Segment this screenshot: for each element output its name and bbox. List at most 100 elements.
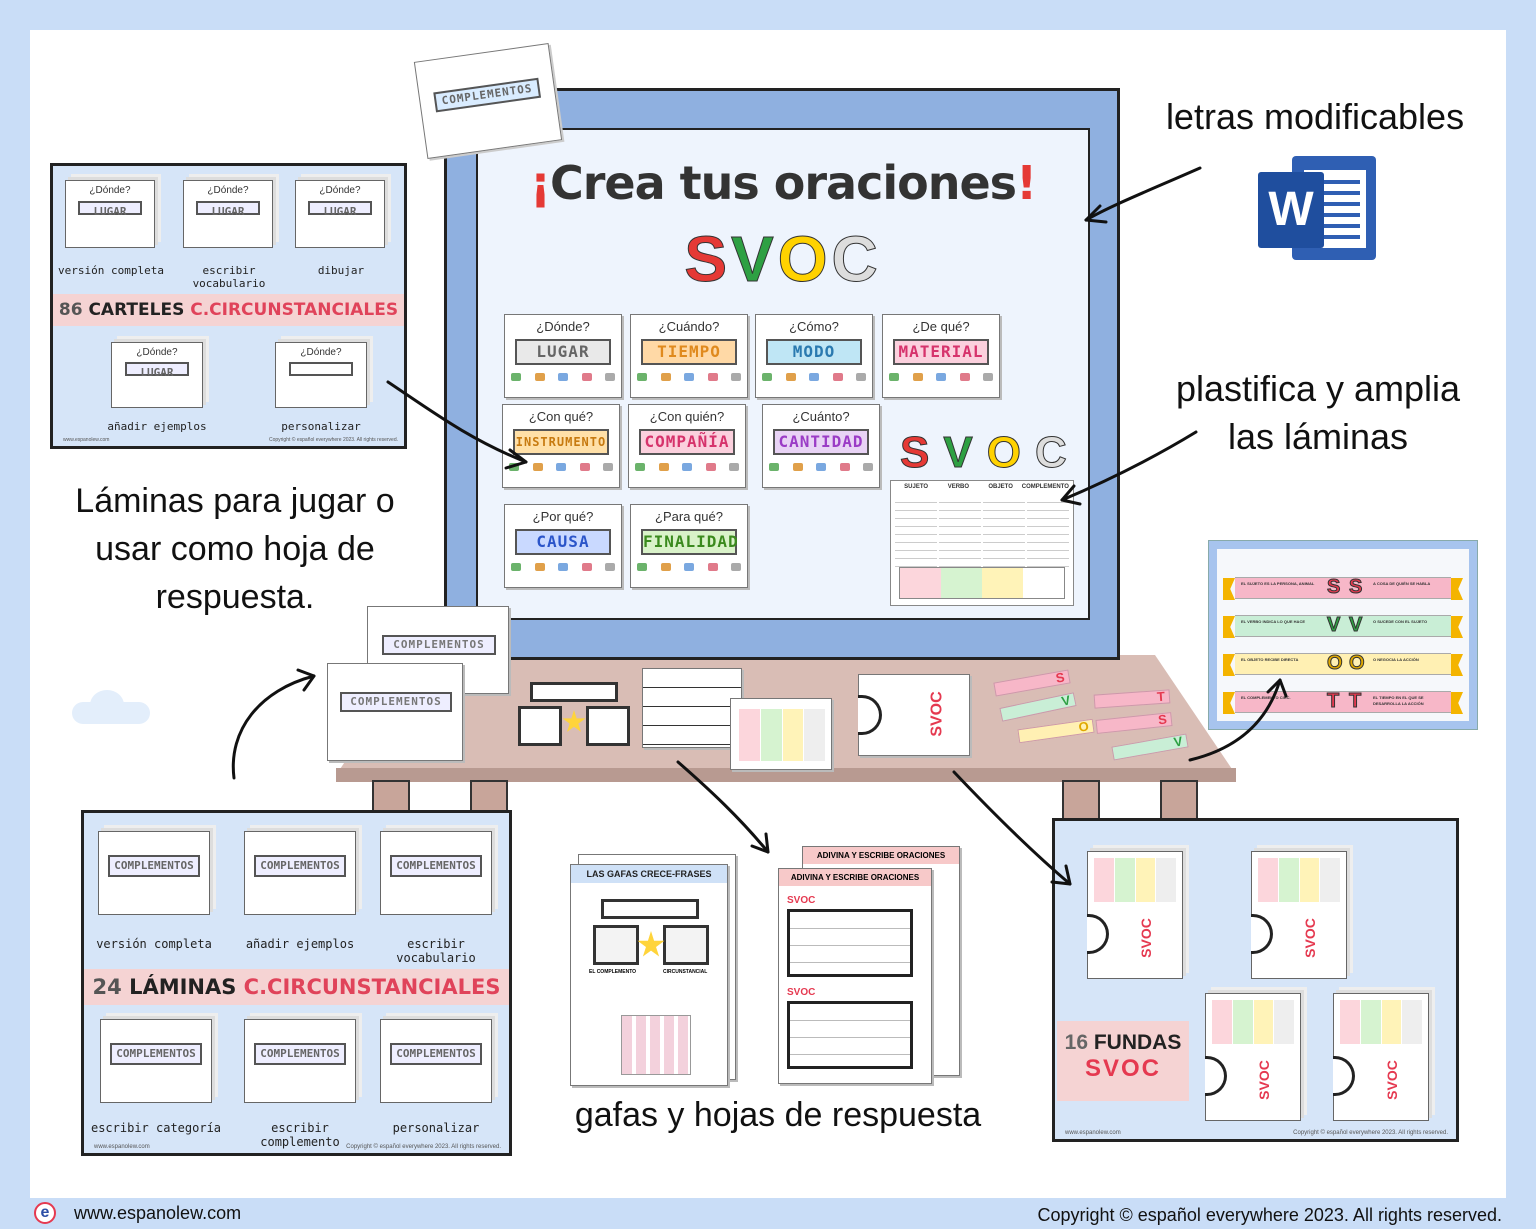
board-card-question: ¿Cómo?: [789, 319, 839, 334]
table-sheet-2: [730, 698, 832, 770]
frame-strip-tab: [1223, 692, 1235, 714]
funda-thumb: SVOC: [1087, 851, 1183, 979]
frame-strip-tab: [1451, 616, 1463, 638]
title-text: Crea tus oraciones: [549, 156, 1017, 210]
laminas-thumb-plate: COMPLEMENTOS: [107, 854, 201, 877]
mini-icon: [558, 373, 568, 381]
footer-site-link[interactable]: www.espanolew.com: [74, 1203, 242, 1223]
board-card-plate: LUGAR: [515, 339, 611, 365]
mini-icon: [936, 373, 946, 381]
caption-laminas-3: respuesta.: [155, 578, 315, 616]
mini-icon: [731, 563, 741, 571]
carteles-thumb: ¿Dónde?LUGAR: [65, 180, 155, 248]
laminas-thumb: COMPLEMENTOS: [244, 1019, 356, 1103]
mini-icon: [682, 463, 692, 471]
carteles-thumb: ¿Dónde?: [275, 342, 367, 408]
board-card-icons: [769, 463, 873, 473]
funda-col: [1274, 1000, 1294, 1044]
table-edge: [336, 768, 1236, 782]
carteles-bottom-label: personalizar: [281, 420, 361, 433]
mini-icon: [534, 563, 545, 571]
board-card-icons: [762, 373, 866, 383]
sheet-svoc: SVOC: [899, 428, 1070, 478]
arrow-to-board-title: [1084, 166, 1202, 222]
laminas-thumb-plate: COMPLEMENTOS: [109, 1042, 203, 1065]
carteles-thumb: ¿Dónde?LUGAR: [295, 180, 385, 248]
mini-icon: [729, 463, 739, 471]
mini-icon: [581, 563, 592, 571]
frame-strip-letter-2: V: [1348, 614, 1363, 637]
mini-icon: [762, 373, 772, 381]
laminas-site: www.espanolew.com: [94, 1144, 150, 1150]
laminas-thumb: COMPLEMENTOS: [380, 1019, 492, 1103]
cloud-decoration: [72, 690, 150, 724]
funda-col: [1232, 1000, 1253, 1044]
frame-strip-letter: V: [1326, 614, 1341, 637]
carteles-top-label: escribir vocabulario: [192, 264, 266, 290]
board-card-question: ¿Cuándo?: [658, 319, 720, 334]
complementos-plate-back: COMPLEMENTOS: [382, 635, 496, 655]
frame-strip-tab: [1451, 654, 1463, 676]
fundas-site: www.espanolew.com: [1065, 1130, 1121, 1136]
laminas-thumb-plate: COMPLEMENTOS: [389, 854, 483, 877]
sheet-color-bar: [899, 567, 1065, 599]
board-card-question: ¿Por qué?: [532, 509, 594, 524]
arrow-to-instrumento: [386, 380, 528, 464]
board-card: ¿Cuánto?CANTIDAD: [762, 404, 880, 488]
carteles-copy: Copyright © español everywhere 2023. All…: [268, 437, 398, 443]
board-card-plate: COMPAÑÍA: [639, 429, 735, 455]
frame-strip-letter-2: O: [1349, 652, 1366, 675]
mini-icon: [912, 373, 923, 381]
frame-strip-left: EL SUJETO ES LA PERSONA, ANIMAL: [1241, 581, 1315, 586]
fundas-svoc: SVOC: [1084, 1055, 1161, 1082]
laminas-top-label: escribir vocabulario: [396, 937, 476, 965]
board-card-plate: FINALIDAD: [641, 529, 738, 555]
mini-icon: [863, 463, 873, 471]
board-card-plate: MODO: [766, 339, 862, 365]
carteles-band: 86 CARTELES C.CIRCUNSTANCIALES: [53, 294, 404, 326]
carteles-bottom-label: añadir ejemplos: [107, 420, 207, 433]
fundas-label: FUNDAS: [1093, 1031, 1182, 1054]
arrow-to-strips-frame: [1188, 678, 1282, 762]
mini-icon: [705, 463, 716, 471]
fundas-copy: Copyright © español everywhere 2023. All…: [1293, 1130, 1448, 1136]
laminas-thumb: COMPLEMENTOS: [100, 1019, 212, 1103]
mini-icon: [809, 373, 819, 381]
gafas-sheet-title: LAS GAFAS CRECE-FRASES: [571, 865, 727, 883]
mini-icon: [637, 563, 647, 571]
carteles-thumb-question: ¿Dónde?: [319, 185, 361, 196]
mini-icon: [660, 373, 671, 381]
laminas-top-label: versión completa: [96, 937, 212, 951]
funda-thumb-cols: [1258, 858, 1340, 902]
arrow-to-complementos: [231, 674, 316, 780]
sheet-svoc-letter: O: [986, 428, 1035, 478]
board-svoc-letter: C: [831, 223, 882, 296]
title-exclaim-close: !: [1016, 156, 1037, 210]
caption-letras: letras modificables: [1165, 96, 1465, 137]
mini-icon: [959, 373, 970, 381]
caption-plastifica-2: las láminas: [1227, 416, 1409, 457]
complementos-plate-front: COMPLEMENTOS: [340, 692, 452, 712]
adivina-sheet: ADIVINA Y ESCRIBE ORACIONES SVOC SVOC: [778, 868, 932, 1084]
laminas-thumb: COMPLEMENTOS: [380, 831, 492, 915]
funda-col: [1340, 1000, 1360, 1044]
frame-strip-letter-2: S: [1348, 576, 1363, 599]
board-card-plate: TIEMPO: [641, 339, 737, 365]
table-gafas: [516, 678, 632, 754]
mini-icon: [603, 463, 613, 471]
funda-col: [1114, 858, 1135, 902]
funda-col: [1278, 858, 1299, 902]
carteles-thumb-plate: LUGAR: [78, 200, 142, 218]
sheet-svoc-letter: V: [943, 428, 987, 478]
carteles-thumb: ¿Dónde?LUGAR: [183, 180, 273, 248]
laminas-thumb-plate: COMPLEMENTOS: [253, 1042, 347, 1065]
mini-icon: [707, 373, 718, 381]
board-card: ¿Con quién?COMPAÑÍA: [628, 404, 746, 488]
carteles-thumb: ¿Dónde?LUGAR: [111, 342, 203, 408]
frame-strip-left: EL OBJETO RECIBE DIRECTA: [1241, 657, 1299, 662]
